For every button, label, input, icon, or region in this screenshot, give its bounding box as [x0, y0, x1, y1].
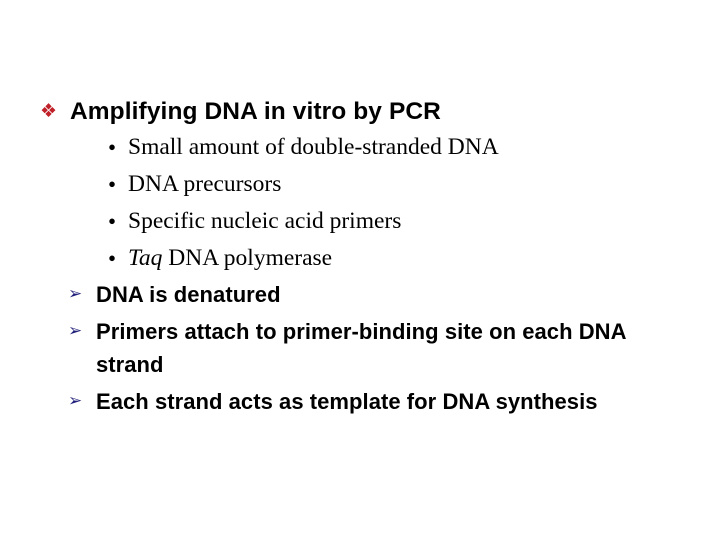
round-bullet-icon: • [108, 172, 117, 197]
step-text: DNA is denatured [96, 282, 281, 307]
requirement-italic-term: Taq [128, 245, 163, 271]
arrow-bullet-icon: ➢ [68, 390, 83, 411]
slide-title: Amplifying DNA in vitro by PCR [70, 98, 441, 125]
slide-content-body: ❖ Amplifying DNA in vitro by PCR • Small… [0, 96, 720, 418]
requirement-text: Small amount of double-stranded DNA [128, 134, 499, 160]
steps-list: ➢ DNA is denatured ➢ Primers attach to p… [0, 278, 720, 418]
requirement-text: Taq DNA polymerase [128, 242, 332, 275]
diamond-bullet-icon: ❖ [40, 100, 58, 122]
requirement-text: Specific nucleic acid primers [128, 208, 402, 234]
arrow-bullet-icon: ➢ [68, 320, 83, 341]
list-item: ➢ Primers attach to primer-binding site … [0, 315, 720, 382]
list-item: • Specific nucleic acid primers [0, 205, 720, 238]
list-item: • DNA precursors [0, 168, 720, 201]
list-item: • Small amount of double-stranded DNA [0, 131, 720, 164]
arrow-bullet-icon: ➢ [68, 284, 83, 304]
round-bullet-icon: • [108, 135, 117, 160]
requirement-plain-text: DNA polymerase [168, 245, 333, 271]
requirements-list: • Small amount of double-stranded DNA • … [0, 131, 720, 275]
step-text: Primers attach to primer-binding site on… [96, 318, 626, 378]
step-text: Each strand acts as template for DNA syn… [96, 388, 598, 414]
list-item: ➢ Each strand acts as template for DNA s… [0, 385, 720, 419]
round-bullet-icon: • [108, 209, 117, 234]
list-item: ➢ DNA is denatured [0, 278, 720, 312]
heading-bullet-row: ❖ Amplifying DNA in vitro by PCR [0, 96, 720, 127]
round-bullet-icon: • [108, 246, 117, 271]
list-item: • Taq DNA polymerase [0, 242, 720, 275]
requirement-text: DNA precursors [128, 171, 282, 197]
